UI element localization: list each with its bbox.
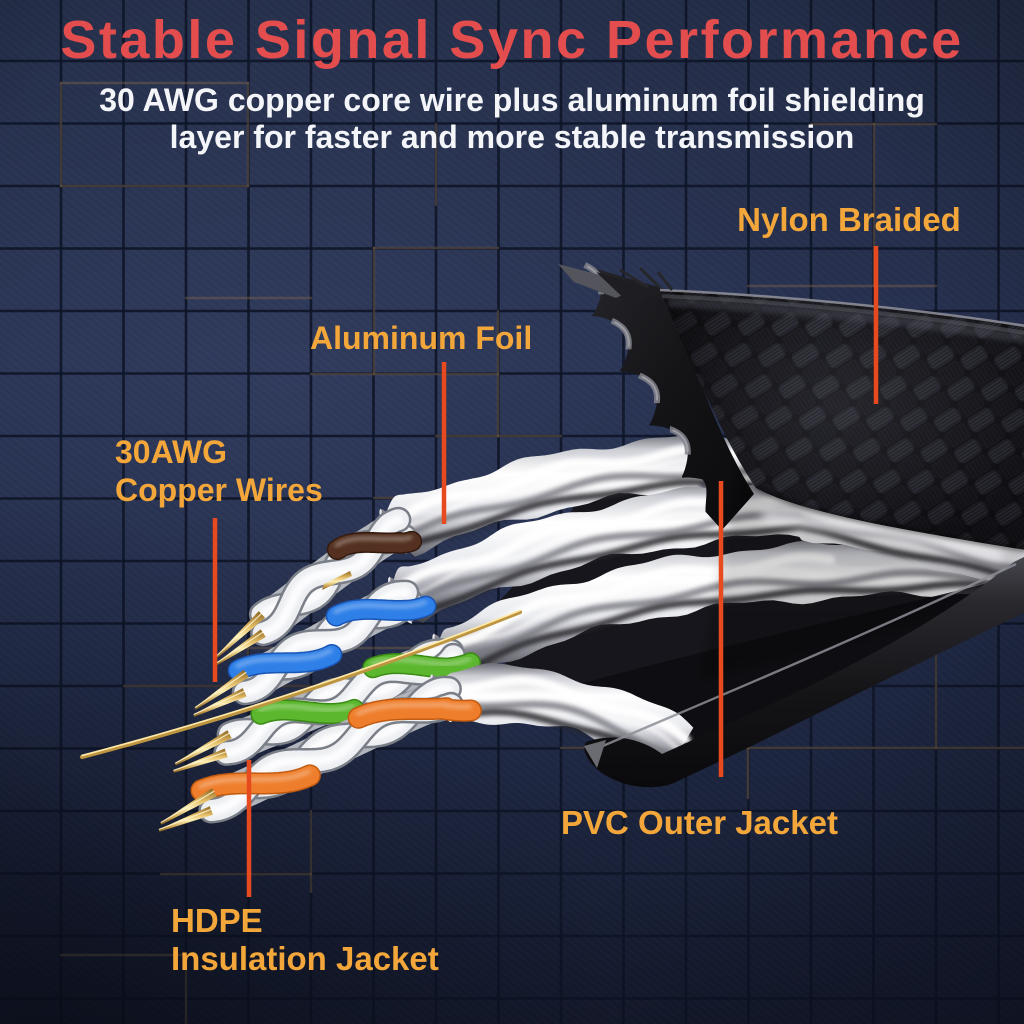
svg-text:HDPE: HDPE: [171, 902, 263, 939]
svg-text:PVC Outer Jacket: PVC Outer Jacket: [561, 804, 838, 841]
svg-text:layer for faster and more stab: layer for faster and more stable transmi…: [170, 119, 855, 155]
svg-text:Copper Wires: Copper Wires: [115, 472, 323, 508]
svg-text:Nylon Braided: Nylon Braided: [737, 201, 961, 238]
svg-text:Stable Signal Sync Performance: Stable Signal Sync Performance: [60, 10, 963, 70]
svg-text:30AWG: 30AWG: [115, 434, 227, 470]
svg-text:30 AWG copper core wire plus a: 30 AWG copper core wire plus aluminum fo…: [99, 82, 925, 118]
svg-text:Aluminum Foil: Aluminum Foil: [310, 320, 532, 356]
svg-text:Insulation Jacket: Insulation Jacket: [171, 940, 439, 977]
